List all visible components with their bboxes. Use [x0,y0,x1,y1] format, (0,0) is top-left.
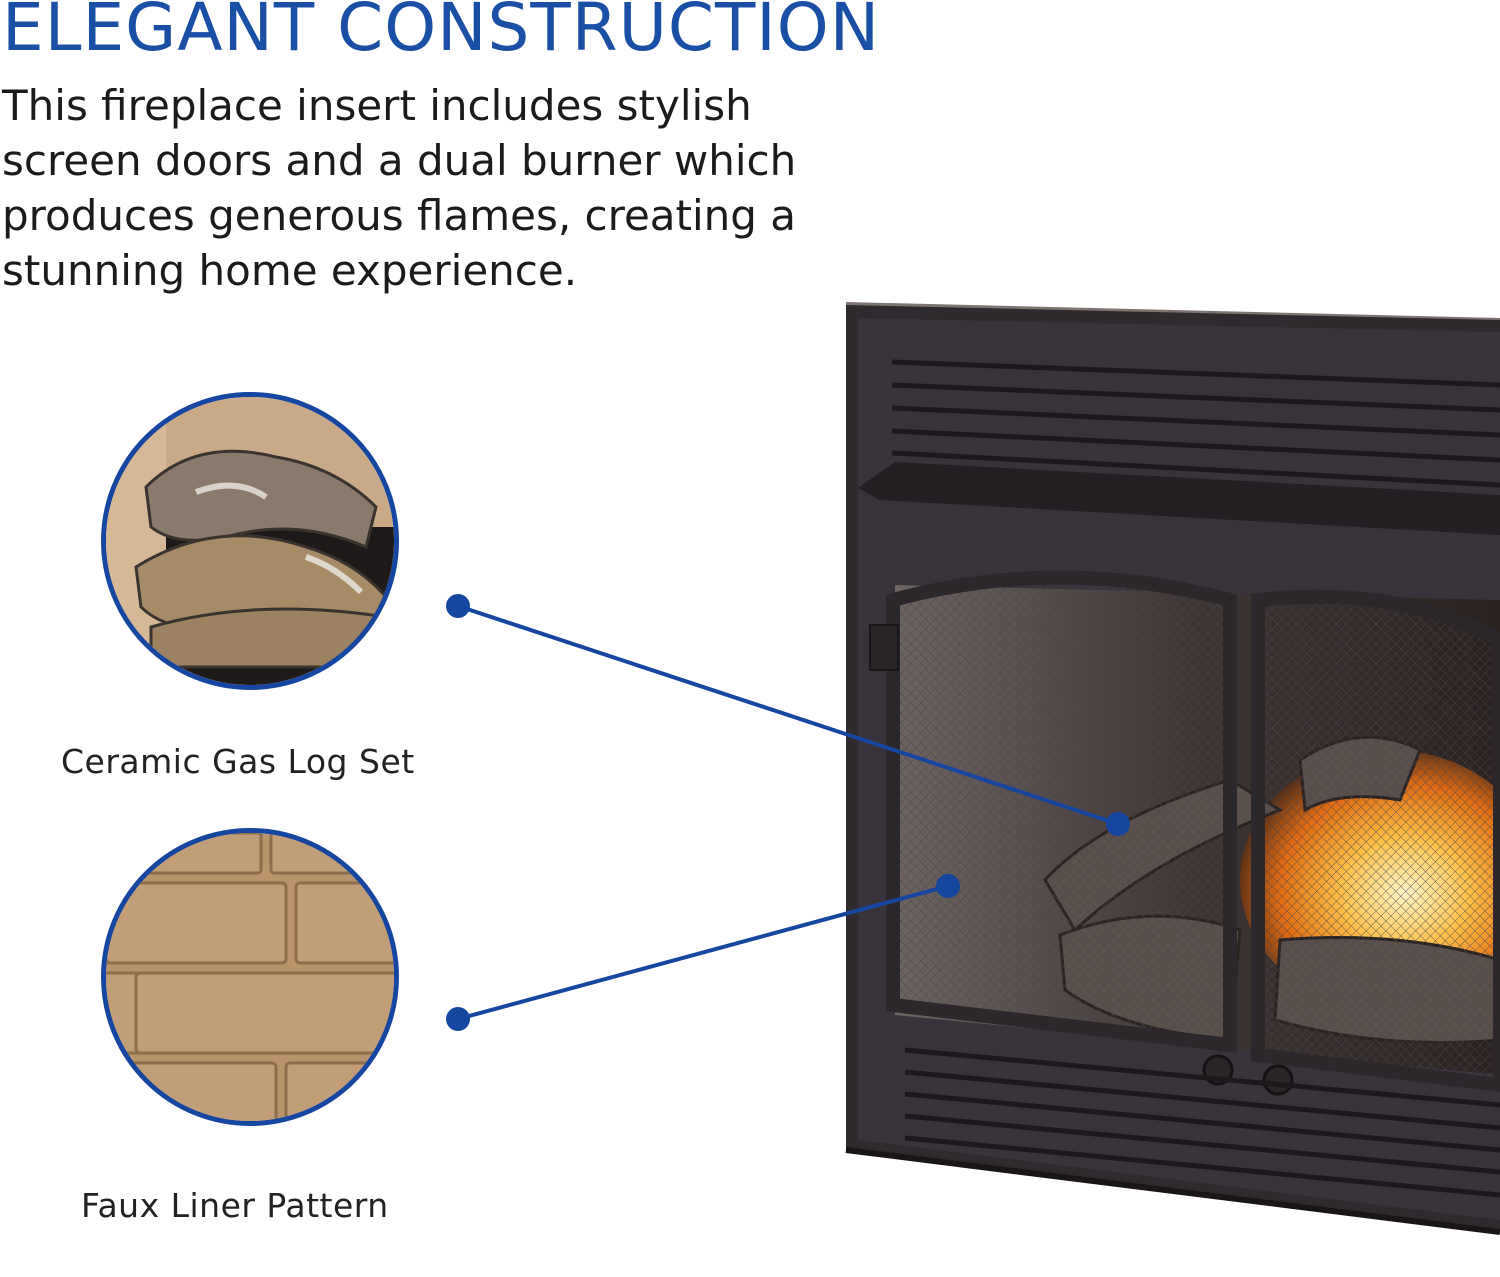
bottom-louvers [904,1047,1500,1198]
page-title: ELEGANT CONSTRUCTION [2,0,881,66]
product-description: This fireplace insert includes stylish s… [2,81,797,295]
log-set [1043,735,1500,1044]
door-knob [1262,1064,1294,1096]
liner-detail-image [101,828,399,1126]
callout-label-liner: Faux Liner Pattern [81,1186,389,1225]
log-set-detail-image [101,392,399,690]
callout-line-liner [446,874,960,1031]
top-louvers [891,359,1500,488]
callout-line-logs [446,594,1130,836]
callout-label-logs: Ceramic Gas Log Set [61,742,415,781]
door-knob [1202,1054,1234,1086]
